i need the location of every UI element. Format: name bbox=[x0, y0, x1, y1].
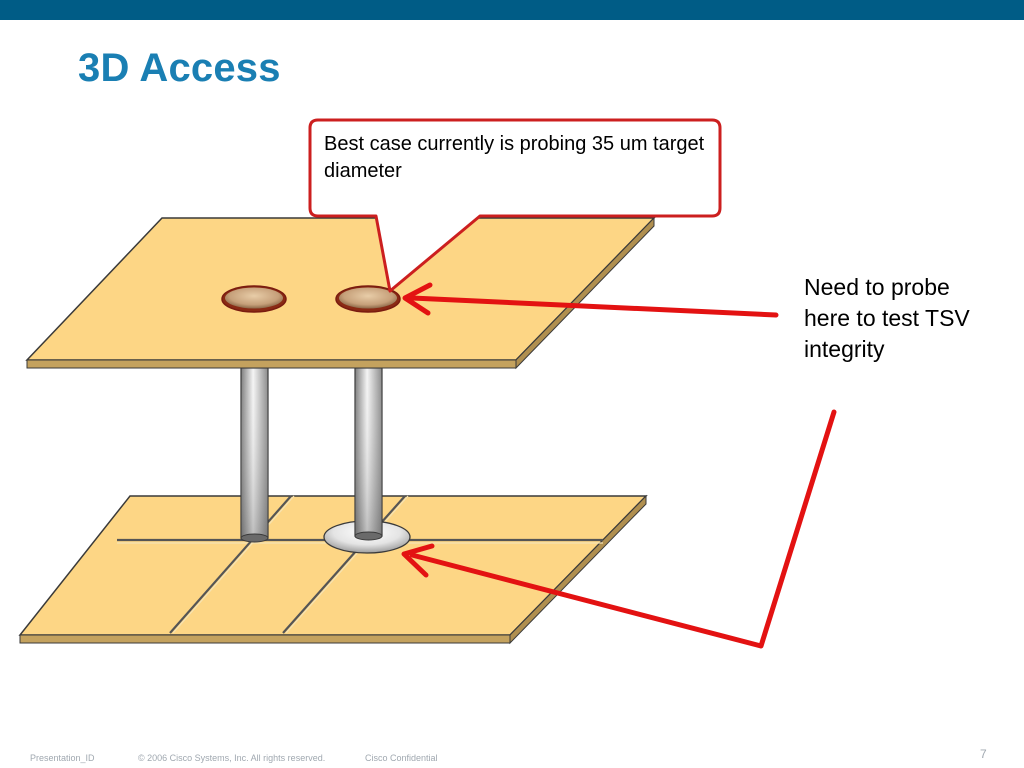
callout-bubble bbox=[308, 118, 722, 293]
probe-pad-left bbox=[221, 285, 287, 313]
slide-title: 3D Access bbox=[78, 46, 281, 90]
callout-text: Best case currently is probing 35 um tar… bbox=[324, 133, 705, 182]
arrow-to-bottom-contact bbox=[401, 409, 837, 649]
footer-confidential: Cisco Confidential bbox=[365, 753, 438, 763]
footer-copyright: © 2006 Cisco Systems, Inc. All rights re… bbox=[138, 753, 326, 763]
probe-pad-target bbox=[335, 285, 401, 313]
bottom-plate bbox=[18, 494, 648, 645]
tsv-pillar-right bbox=[354, 367, 383, 541]
tsv-pillar-left bbox=[240, 367, 269, 543]
top-plate bbox=[25, 216, 656, 370]
side-note-text: Need to probe here to test TSV integrity bbox=[804, 274, 970, 362]
page-number: 7 bbox=[980, 747, 987, 761]
arrow-to-top-pad bbox=[402, 282, 779, 318]
header-bar bbox=[0, 0, 1024, 20]
footer-presentation-id: Presentation_ID bbox=[30, 753, 95, 763]
